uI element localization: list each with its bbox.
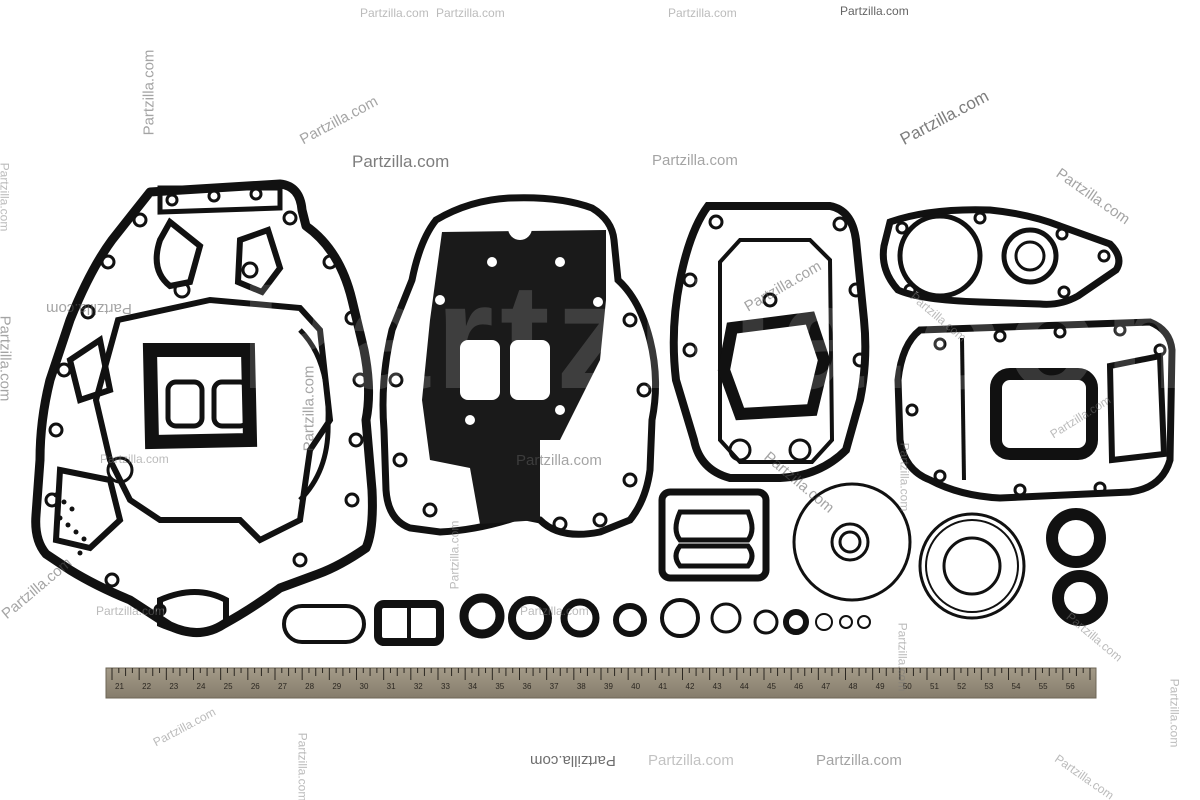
watermark: Partzilla.com	[897, 442, 912, 512]
ruler-number: 49	[876, 682, 885, 691]
watermark: Partzilla.com	[516, 452, 602, 469]
watermark: Partzilla.com	[100, 452, 169, 466]
seals-and-o-rings	[282, 482, 1108, 646]
ruler-number: 37	[550, 682, 559, 691]
ruler-number: 28	[305, 682, 314, 691]
ruler-number: 55	[1039, 682, 1048, 691]
ruler-number: 27	[278, 682, 287, 691]
ruler-number: 39	[604, 682, 613, 691]
watermark: Partzilla.com	[352, 152, 450, 171]
watermark: Partzilla.com	[530, 752, 616, 769]
ruler-number: 41	[658, 682, 667, 691]
ruler-number: 50	[903, 682, 912, 691]
ruler-number: 35	[495, 682, 504, 691]
ruler-number: 24	[197, 682, 206, 691]
ruler-number: 22	[142, 682, 151, 691]
ruler-number: 46	[794, 682, 803, 691]
watermark: Partzilla.com	[140, 49, 158, 136]
ruler-number: 48	[849, 682, 858, 691]
watermark: Partzilla.com	[96, 604, 165, 618]
adapter-plate-gasket	[669, 202, 870, 482]
ruler-number: 34	[468, 682, 477, 691]
ruler-number: 45	[767, 682, 776, 691]
ruler-number: 51	[930, 682, 939, 691]
ruler-number: 21	[115, 682, 124, 691]
large-power-head-gasket	[31, 179, 377, 637]
watermark: Partzilla.com	[0, 315, 14, 402]
watermark: Partzilla.com	[668, 6, 737, 20]
watermark: Partzilla.com	[652, 152, 738, 169]
ruler-number: 53	[984, 682, 993, 691]
watermark: Partzilla.com	[360, 6, 429, 20]
ruler-number: 43	[713, 682, 722, 691]
ruler-number: 52	[957, 682, 966, 691]
square-gasket	[658, 488, 770, 582]
watermark: Partzilla.com	[648, 752, 734, 769]
center-watermark: Partzilla.com	[240, 252, 1200, 420]
watermark: Partzilla.com	[447, 520, 462, 590]
ruler-number: 26	[251, 682, 260, 691]
watermark: Partzilla.com	[1167, 678, 1182, 748]
ruler-number: 36	[523, 682, 532, 691]
ruler-number: 25	[224, 682, 233, 691]
exhaust-plate-gasket	[379, 194, 660, 538]
measuring-ruler: 21 22 23 24 25 26 27 28 29 30 31 32 33 34 35 36 37 38 39 40…	[105, 667, 1097, 699]
watermark: Partzilla.com	[816, 752, 902, 769]
watermark: Partzilla.com	[520, 604, 589, 618]
watermark: Partzilla.com	[46, 300, 132, 317]
ruler-number: 32	[414, 682, 423, 691]
watermark: Partzilla.com	[840, 4, 909, 18]
ruler-number: 31	[387, 682, 396, 691]
ruler-number: 44	[740, 682, 749, 691]
watermark: Partzilla.com	[895, 622, 910, 692]
ruler-number: 38	[577, 682, 586, 691]
watermark: Partzilla.com	[436, 6, 505, 20]
ruler-number: 54	[1012, 682, 1021, 691]
ruler-number: 40	[631, 682, 640, 691]
ruler-number: 56	[1066, 682, 1075, 691]
watermark: Partzilla.com	[0, 162, 12, 232]
watermark: Partzilla.com	[300, 365, 318, 452]
bracket-gasket	[894, 318, 1176, 502]
ruler-number: 29	[332, 682, 341, 691]
watermark: Partzilla.com	[295, 732, 310, 800]
ruler-number: 33	[441, 682, 450, 691]
ruler-number: 47	[821, 682, 830, 691]
lower-unit-gasket	[879, 206, 1123, 308]
ruler-number: 23	[169, 682, 178, 691]
ruler-number: 42	[686, 682, 695, 691]
ruler-number: 30	[360, 682, 369, 691]
